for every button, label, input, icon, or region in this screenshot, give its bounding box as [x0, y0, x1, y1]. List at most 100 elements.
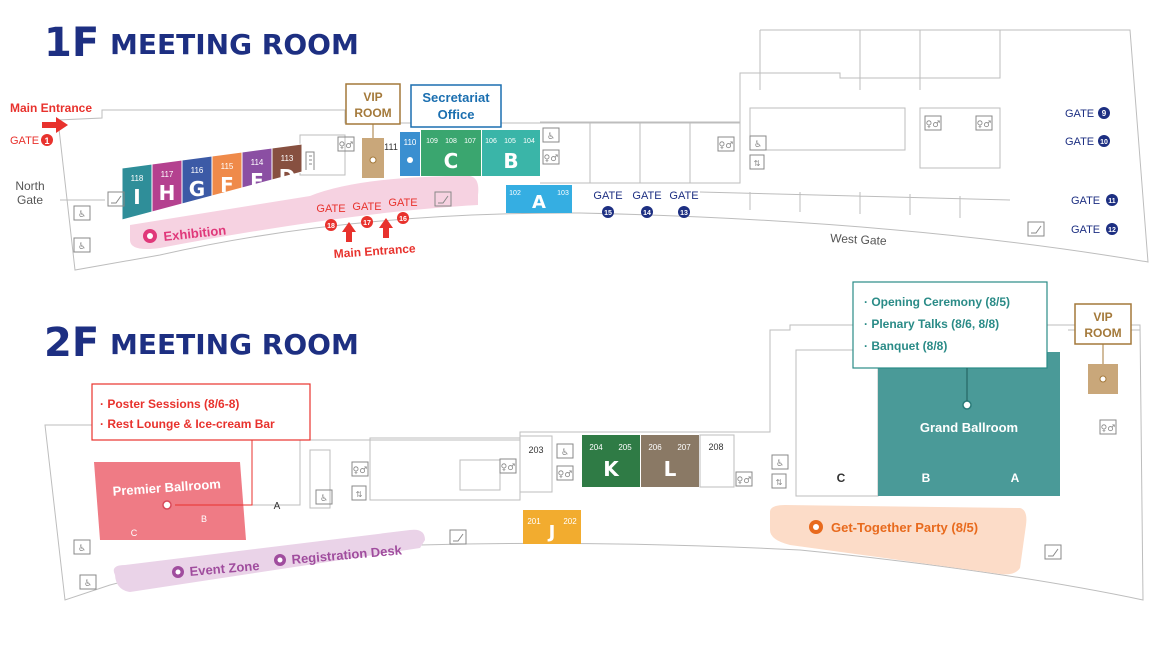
accessible-icon: ♿	[556, 443, 574, 459]
gate-18[interactable]: GATE 18	[316, 203, 346, 231]
svg-text:GATE: GATE	[352, 201, 381, 213]
arrow-up-icon	[342, 222, 356, 242]
event-zone-area[interactable]	[113, 529, 425, 592]
room-number: 113	[281, 154, 294, 163]
svg-text:K: K	[603, 457, 620, 481]
room-block	[271, 143, 303, 181]
gate-17[interactable]: GATE 17	[352, 201, 382, 228]
vip-room-2f[interactable]: VIP ROOM	[1074, 303, 1132, 394]
gate-1[interactable]: GATE 1	[10, 134, 53, 147]
room-208: 208	[699, 434, 735, 488]
room-number: 116	[191, 166, 204, 175]
svg-text:1: 1	[44, 136, 49, 146]
svg-text:♿: ♿	[547, 132, 555, 142]
svg-text:GATE: GATE	[1065, 108, 1094, 120]
svg-text:18: 18	[327, 223, 335, 230]
gate-11[interactable]: GATE 11	[1071, 194, 1118, 207]
svg-text:· Opening Ceremony (8/5): · Opening Ceremony (8/5)	[864, 295, 1010, 309]
event-zone-marker[interactable]: Event Zone	[172, 558, 260, 579]
svg-text:· Poster Sessions (8/6-8): · Poster Sessions (8/6-8)	[100, 397, 239, 411]
room-letter: I	[133, 185, 140, 209]
accessible-icon: ♿	[542, 127, 560, 143]
gate-13[interactable]: GATE 13	[669, 190, 699, 218]
premier-ballroom[interactable]: Premier Ballroom C B A	[94, 462, 281, 540]
main-entrance-top[interactable]: Main Entrance	[10, 101, 92, 133]
gate-9[interactable]: GATE 9	[1065, 107, 1110, 120]
restroom-icon: ♀♂	[499, 458, 517, 474]
svg-text:MEETING ROOM: MEETING ROOM	[110, 328, 359, 361]
svg-text:109: 109	[426, 138, 438, 145]
svg-text:GATE: GATE	[388, 197, 417, 209]
gate-10[interactable]: GATE 10	[1065, 135, 1110, 148]
floor1-outline	[57, 29, 1149, 271]
room-letter: F	[220, 173, 234, 197]
accessible-icon: ♿	[749, 135, 767, 151]
svg-text:102: 102	[509, 190, 521, 197]
svg-text:14: 14	[643, 210, 651, 217]
room-letter: G	[189, 177, 205, 201]
svg-text:110: 110	[404, 138, 417, 147]
west-gate-label: West Gate	[830, 231, 887, 248]
restroom-icon: ♀♂	[924, 115, 942, 131]
svg-text:206: 206	[648, 443, 662, 452]
gate-15[interactable]: GATE 15	[593, 190, 623, 218]
svg-text:Office: Office	[438, 107, 475, 122]
svg-text:Main Entrance: Main Entrance	[10, 101, 92, 115]
svg-text:GATE: GATE	[1065, 136, 1094, 148]
svg-text:♿: ♿	[320, 494, 328, 504]
gate-16[interactable]: GATE 16	[388, 197, 418, 224]
svg-text:♿: ♿	[561, 448, 569, 458]
svg-text:B: B	[922, 471, 931, 485]
svg-text:103: 103	[557, 190, 569, 197]
svg-text:B: B	[503, 149, 518, 173]
escalator-icon	[1027, 221, 1045, 237]
elevator-icon: ⇅	[749, 154, 765, 170]
svg-text:C: C	[131, 528, 138, 538]
callout-opening-ceremony: · Opening Ceremony (8/5) · Plenary Talks…	[852, 281, 1048, 401]
svg-text:GATE: GATE	[1071, 195, 1100, 207]
svg-text:♀♂: ♀♂	[926, 120, 941, 130]
exhibition-zone[interactable]	[130, 176, 479, 249]
svg-text:A: A	[532, 192, 546, 213]
escalator-icon	[449, 529, 467, 545]
exhibition-marker[interactable]: Exhibition	[143, 222, 227, 244]
gate-12[interactable]: GATE 12	[1071, 223, 1118, 236]
svg-text:VIP: VIP	[363, 90, 382, 104]
room-k[interactable]: 204 205 K	[582, 435, 640, 487]
room-j[interactable]: 201 202 J	[523, 510, 581, 544]
svg-text:205: 205	[618, 443, 632, 452]
svg-text:· Plenary Talks (8/6, 8/8): · Plenary Talks (8/6, 8/8)	[864, 317, 999, 331]
svg-text:106: 106	[485, 138, 497, 145]
room-l[interactable]: 206 207 L	[641, 435, 699, 487]
svg-text:11: 11	[1108, 198, 1116, 205]
svg-text:B: B	[201, 514, 207, 524]
svg-text:Get-Together Party (8/5): Get-Together Party (8/5)	[831, 520, 978, 535]
svg-text:♀♂: ♀♂	[558, 470, 573, 480]
svg-text:♀♂: ♀♂	[339, 141, 354, 151]
svg-text:Exhibition: Exhibition	[163, 222, 227, 243]
svg-text:♀♂: ♀♂	[719, 141, 734, 151]
svg-text:♿: ♿	[78, 242, 86, 252]
room-c-1f[interactable]: 109 108 107 C	[421, 130, 481, 176]
svg-text:Secretariat: Secretariat	[422, 90, 490, 105]
gate-14[interactable]: GATE 14	[632, 190, 662, 218]
svg-text:A: A	[1011, 471, 1020, 485]
vip-room-1f[interactable]: VIP ROOM	[345, 83, 401, 178]
svg-text:⇅: ⇅	[776, 478, 783, 487]
secretariat-office[interactable]: Secretariat Office 110	[400, 84, 502, 176]
room-b-1f[interactable]: 106 105 104 B	[482, 130, 540, 176]
main-entrance-bottom[interactable]: Main Entrance	[333, 218, 416, 261]
room-letter: D	[279, 165, 296, 189]
svg-text:Grand Ballroom: Grand Ballroom	[920, 420, 1018, 435]
svg-text:GATE: GATE	[632, 190, 661, 202]
svg-text:ROOM: ROOM	[354, 106, 391, 120]
room-a-1f[interactable]: 102 103 A	[506, 185, 572, 213]
grand-ballroom[interactable]: Grand Ballroom C B A	[837, 352, 1060, 496]
get-together-party[interactable]: Get-Together Party (8/5)	[770, 505, 1027, 575]
